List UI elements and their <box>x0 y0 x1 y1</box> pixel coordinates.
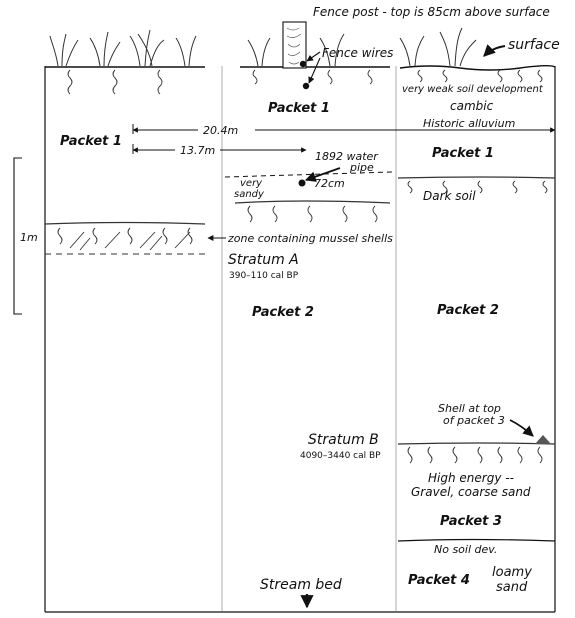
shell-top-label-2: of packet 3 <box>443 414 505 427</box>
stratum-b-horizon <box>398 443 555 463</box>
shell-marker <box>535 435 551 444</box>
stratum-a-label: Stratum A <box>228 252 299 268</box>
packet1-left-label: Packet 1 <box>60 134 122 149</box>
shell-arrow <box>510 420 533 436</box>
mussel-zone-label: zone containing mussel shells <box>227 232 393 245</box>
water-pipe-label-2: pipe <box>349 161 374 174</box>
packet1-mid-label: Packet 1 <box>268 101 330 116</box>
packet4-label: Packet 4 <box>408 573 470 588</box>
grass-tufts <box>50 28 476 66</box>
surface-arrow <box>484 46 505 56</box>
packet3-label: Packet 3 <box>440 514 502 529</box>
dark-soil-label: Dark soil <box>423 189 476 203</box>
distance-13-7-label: 13.7m <box>180 144 215 157</box>
distance-20-4-label: 20.4m <box>203 124 238 137</box>
fence-wire-dots <box>300 61 309 89</box>
packet2-mid-label: Packet 2 <box>252 305 314 320</box>
dark-soil-horizon <box>398 177 555 193</box>
very-weak-soil-label: very weak soil development <box>402 84 544 95</box>
middle-soil-horizon <box>235 201 390 222</box>
no-soil-dev-label: No soil dev. <box>434 543 497 556</box>
surface-label: surface <box>508 37 560 53</box>
mussel-shell-zone <box>45 223 205 255</box>
stratum-b-date: 4090–3440 cal BP <box>300 451 381 461</box>
cambic-label: cambic <box>450 99 494 113</box>
stratum-b-label: Stratum B <box>308 432 379 448</box>
water-pipe-marker <box>299 180 306 187</box>
depth-72-label: 72cm <box>314 177 345 190</box>
fence-wires-label: Fence wires <box>322 46 393 60</box>
very-sandy-label-2: sandy <box>234 189 265 200</box>
packet1-right-label: Packet 1 <box>432 146 494 161</box>
packet2-right-label: Packet 2 <box>437 303 499 318</box>
scale-1m-label: 1m <box>20 231 38 244</box>
stratum-a-date: 390–110 cal BP <box>229 271 299 281</box>
historic-alluvium-label: Historic alluvium <box>423 117 515 130</box>
fence-post-note: Fence post - top is 85cm above surface <box>313 5 550 19</box>
loamy-label-2: sand <box>496 580 528 595</box>
high-energy-label-2: Gravel, coarse sand <box>411 485 531 499</box>
very-sandy-label-1: very <box>240 178 263 189</box>
stream-bed-label: Stream bed <box>260 577 342 593</box>
packet4-boundary <box>398 540 555 542</box>
high-energy-label-1: High energy -- <box>428 471 514 485</box>
loamy-label-1: loamy <box>492 565 532 580</box>
